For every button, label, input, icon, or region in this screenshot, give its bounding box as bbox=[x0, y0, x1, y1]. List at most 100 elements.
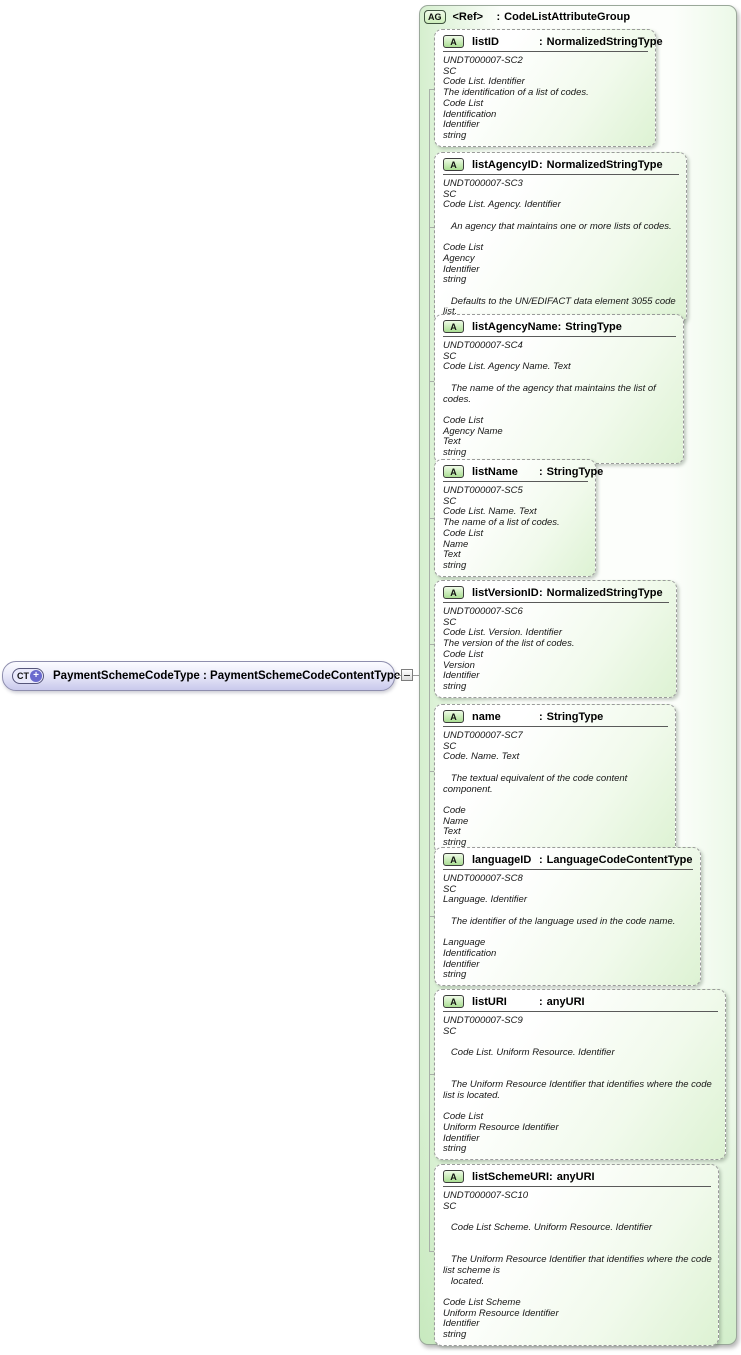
title-colon: : bbox=[557, 320, 562, 333]
annotation-line: Text bbox=[443, 826, 461, 838]
connector-tick bbox=[429, 771, 435, 772]
title-colon: : bbox=[203, 670, 207, 682]
connector-tick bbox=[429, 89, 435, 90]
connector-tick bbox=[429, 1074, 435, 1075]
annotation-line: The name of a list of codes. bbox=[443, 517, 560, 529]
annotation-line: string bbox=[443, 1329, 467, 1341]
attribute-group-header[interactable]: AG <Ref> : CodeListAttributeGroup bbox=[424, 10, 630, 24]
annotation-line: Language bbox=[443, 937, 486, 949]
attribute-node-listschemeuri[interactable]: A listSchemeURI : anyURI UNDT000007-SC10… bbox=[434, 1164, 719, 1346]
annotation-line: The textual equivalent of the code conte… bbox=[443, 772, 630, 795]
attribute-node-listagencyid[interactable]: A listAgencyID : NormalizedStringType UN… bbox=[434, 152, 687, 324]
attribute-type: StringType bbox=[546, 465, 604, 478]
annotation-line: Identifier bbox=[443, 263, 480, 275]
annotation-line: SC bbox=[443, 188, 457, 200]
annotation-line: Uniform Resource Identifier bbox=[443, 1307, 559, 1319]
attribute-node-listversionid[interactable]: A listVersionID : NormalizedStringType U… bbox=[434, 580, 677, 698]
complex-type-node[interactable]: CT + PaymentSchemeCodeType : PaymentSche… bbox=[2, 661, 400, 691]
attribute-node-listagencyname[interactable]: A listAgencyName : StringType UNDT000007… bbox=[434, 314, 684, 464]
annotation-line: located. bbox=[443, 1275, 485, 1287]
connector-tick bbox=[429, 644, 435, 645]
title-colon: : bbox=[496, 11, 501, 23]
annotation-line: Agency bbox=[443, 252, 475, 264]
annotation-line: SC bbox=[443, 65, 457, 77]
annotation-line: SC bbox=[443, 1025, 457, 1037]
title-separator bbox=[443, 726, 668, 727]
attribute-title: A listSchemeURI : anyURI bbox=[443, 1170, 712, 1183]
connector-line bbox=[413, 675, 419, 676]
annotation-line: SC bbox=[443, 495, 457, 507]
attribute-title: A listAgencyID : NormalizedStringType bbox=[443, 158, 680, 171]
annotation-line bbox=[443, 1234, 712, 1245]
annotation-line: The Uniform Resource Identifier that ide… bbox=[443, 1254, 715, 1276]
title-colon: : bbox=[539, 995, 543, 1008]
annotation-line: Code List. Agency. Identifier bbox=[443, 199, 561, 211]
annotation-line: Code List bbox=[443, 97, 484, 109]
annotation-line: Code List bbox=[443, 242, 484, 254]
attribute-node-listid[interactable]: A listID : NormalizedStringType UNDT0000… bbox=[434, 29, 663, 147]
annotation-line: UNDT000007-SC5 bbox=[443, 485, 523, 496]
connector-trunk-line bbox=[429, 89, 430, 1251]
annotation-line: string bbox=[443, 969, 467, 981]
annotation-line: Name bbox=[443, 815, 469, 827]
annotation-line: string bbox=[443, 1143, 467, 1155]
annotation-line: Code List Scheme. Uniform Resource. Iden… bbox=[443, 1222, 653, 1234]
annotation-line: SC bbox=[443, 1200, 457, 1212]
connector-tick bbox=[429, 916, 435, 917]
title-separator bbox=[443, 1186, 711, 1187]
attribute-name: listURI bbox=[472, 995, 507, 1008]
annotation-line: string bbox=[443, 680, 467, 692]
annotation-line: Identifier bbox=[443, 670, 480, 682]
minus-icon bbox=[404, 675, 410, 676]
annotation-line: UNDT000007-SC2 bbox=[443, 55, 523, 66]
attribute-type: LanguageCodeContentType bbox=[546, 853, 693, 866]
annotation-line: Uniform Resource Identifier bbox=[443, 1121, 559, 1133]
connector-tick bbox=[429, 227, 435, 228]
attribute-node-languageid[interactable]: A languageID : LanguageCodeContentType U… bbox=[434, 847, 701, 986]
attribute-name: listAgencyName bbox=[472, 320, 558, 333]
annotation-line: Code bbox=[443, 804, 466, 816]
annotation-line: UNDT000007-SC7 bbox=[443, 730, 523, 741]
collapse-handle-icon[interactable] bbox=[401, 669, 413, 681]
annotation-line: The name of the agency that maintains th… bbox=[443, 382, 659, 405]
title-separator bbox=[443, 1011, 718, 1012]
attribute-icon: A bbox=[443, 320, 464, 333]
annotation-line: Name bbox=[443, 538, 469, 550]
title-colon: : bbox=[539, 586, 543, 599]
annotation-line: Code. Name. Text bbox=[443, 751, 520, 763]
attribute-title: A listVersionID : NormalizedStringType bbox=[443, 586, 670, 599]
attribute-name: name bbox=[472, 710, 501, 723]
annotation-line: Version bbox=[443, 659, 475, 671]
attribute-title: A listAgencyName : StringType bbox=[443, 320, 677, 333]
annotation-line: UNDT000007-SC10 bbox=[443, 1190, 529, 1201]
attribute-title: A listID : NormalizedStringType bbox=[443, 35, 663, 48]
annotation-line: Identifier bbox=[443, 119, 480, 131]
connector-tick bbox=[429, 381, 435, 382]
annotation-line: Code List bbox=[443, 648, 484, 660]
annotation-line: SC bbox=[443, 350, 457, 362]
attribute-icon: A bbox=[443, 710, 464, 723]
annotation-line: Code List bbox=[443, 1111, 484, 1123]
attribute-name: listID bbox=[472, 35, 499, 48]
title-colon: : bbox=[549, 1170, 553, 1183]
attribute-name: listAgencyID bbox=[472, 158, 539, 171]
annotation-line: An agency that maintains one or more lis… bbox=[443, 220, 672, 232]
annotation-line: string bbox=[443, 837, 467, 848]
attribute-type: NormalizedStringType bbox=[546, 35, 663, 48]
attribute-name: listName bbox=[472, 465, 518, 478]
title-colon: : bbox=[539, 853, 543, 866]
annotation-line bbox=[443, 1102, 719, 1113]
annotation-line: The version of the list of codes. bbox=[443, 638, 575, 650]
annotation-line: Agency Name bbox=[443, 425, 503, 437]
attribute-title: A name : StringType bbox=[443, 710, 669, 723]
title-colon: : bbox=[539, 710, 543, 723]
annotation-line: Identifier bbox=[443, 958, 480, 970]
